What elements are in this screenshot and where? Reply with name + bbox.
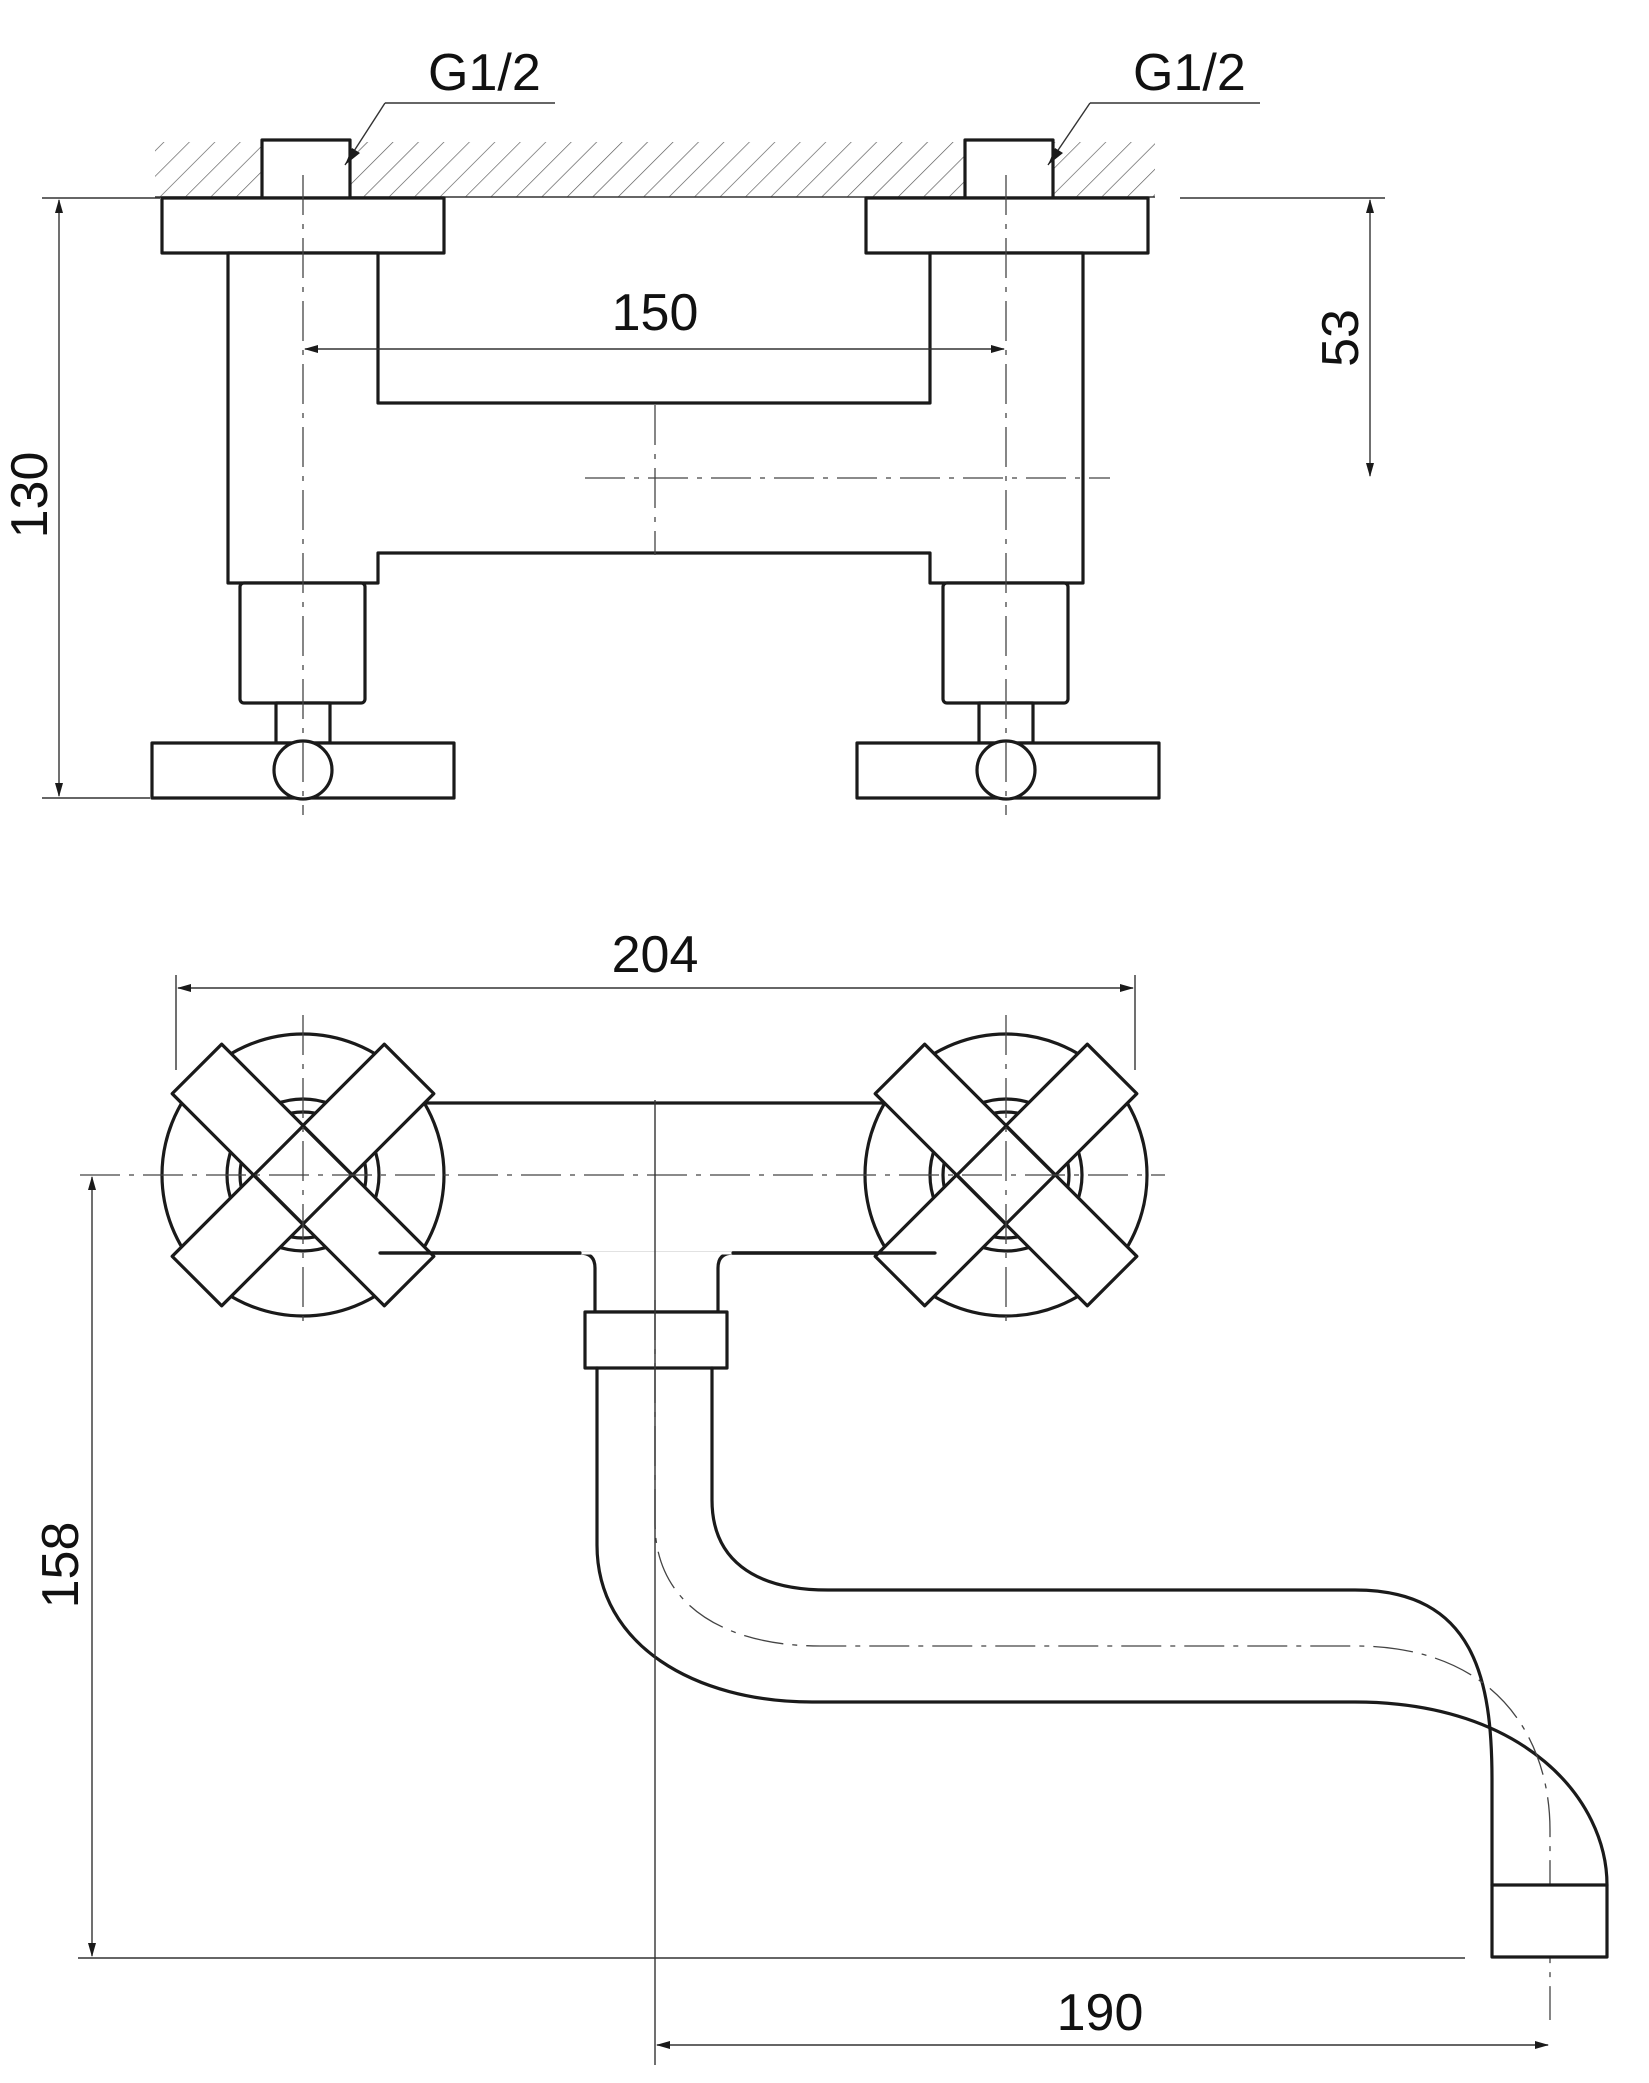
swivel-nut [583,1310,729,1370]
aerator [1490,1883,1609,1959]
dim-spout-reach: 190 [656,1984,1549,2049]
dim-label-53: 53 [1312,309,1370,367]
left-wall-pipe [260,138,352,200]
spout-neck [380,1251,935,1314]
top-view: G1/2 G1/2 130 150 53 [1,44,1385,815]
dim-width: 204 [175,926,1136,1070]
dim-total-height: 130 [1,197,160,799]
spout-outer-contour [595,1366,1609,1887]
thread-label-left: G1/2 [428,44,541,102]
spout-axis [654,1300,1551,2020]
dim-center-distance: 150 [304,284,1005,353]
spout-inner-contour [710,1366,1494,1887]
dim-depth: 53 [1180,197,1385,477]
thread-callout-right: G1/2 [1047,44,1260,166]
right-wall-pipe [963,138,1055,200]
thread-callout-left: G1/2 [344,44,555,166]
dim-label-130: 130 [1,452,59,539]
dim-spout-height: 158 [32,1176,1465,1959]
mixer-bar [378,1101,937,1255]
thread-label-right: G1/2 [1133,44,1246,102]
right-flange [864,196,1150,255]
front-view: 204 158 190 [32,926,1609,2065]
dim-label-190: 190 [1057,1984,1144,2042]
dim-label-204: 204 [612,926,699,984]
dim-label-158: 158 [32,1522,90,1609]
dim-label-150: 150 [612,284,699,342]
